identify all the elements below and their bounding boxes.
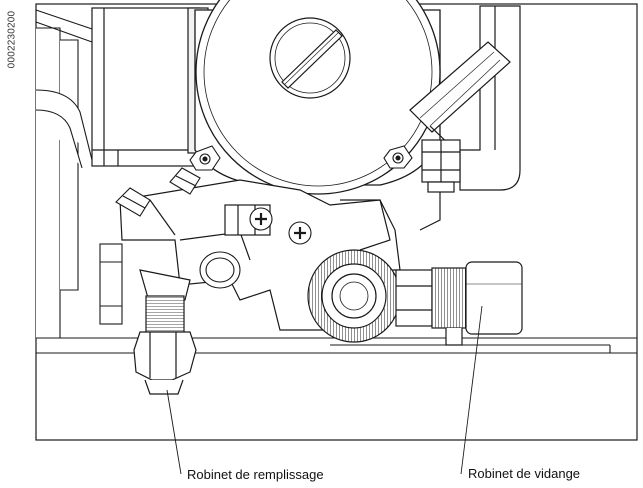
phillips-screw-upper — [249, 207, 273, 231]
left-pipes — [35, 9, 96, 339]
flange-nipples — [115, 167, 201, 217]
drain-knurled-wheel — [307, 249, 401, 343]
right-hex-nut — [419, 139, 461, 231]
fill-leader-line — [166, 389, 182, 475]
flange-screw-left — [189, 145, 221, 171]
drain-leader-line — [460, 305, 483, 475]
flange-screw-right — [383, 145, 413, 169]
block-port — [199, 251, 241, 289]
drain-valve — [395, 261, 523, 346]
right-pipe-elbow — [409, 5, 521, 191]
phillips-screw-lower — [288, 221, 312, 245]
pump-screw-cap — [269, 17, 351, 99]
document-reference: 0002230200 — [6, 10, 18, 69]
hydraulic-block — [119, 179, 401, 331]
fill-valve — [133, 269, 197, 395]
callout-leaders — [166, 305, 483, 475]
fill-valve-label: Robinet de remplissage — [187, 467, 324, 482]
pump-housing-box — [91, 7, 209, 167]
drain-valve-label: Robinet de vidange — [468, 466, 581, 481]
block-left-fitting — [99, 243, 123, 325]
